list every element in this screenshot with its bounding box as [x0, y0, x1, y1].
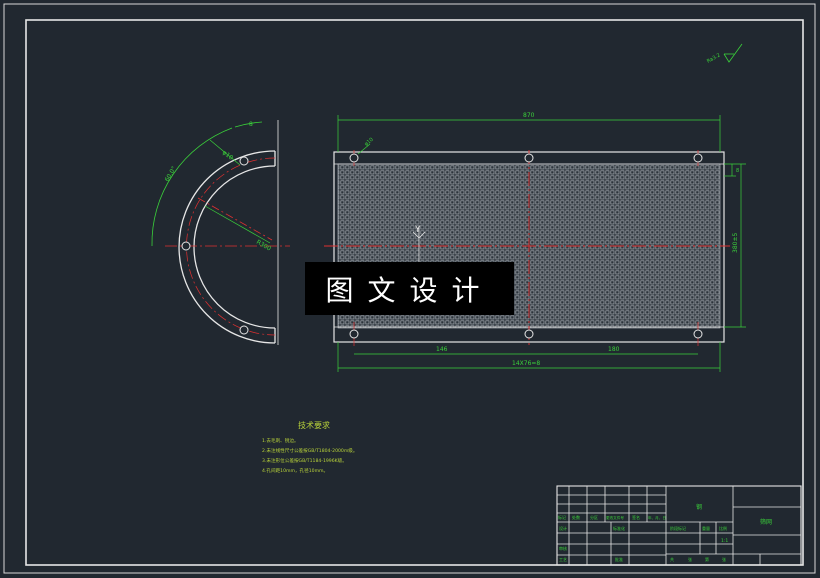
tb-col-count: 处数	[572, 514, 580, 520]
tb-weight: 重量	[702, 525, 710, 531]
dim-bottom-total: 14X76=8	[512, 360, 540, 367]
dim-segment-right: 180	[608, 346, 620, 353]
dim-total-width: 870	[523, 112, 535, 119]
title-block	[556, 485, 802, 566]
roughness-symbol	[723, 43, 743, 63]
tb-col-date: 年、月、日	[648, 515, 666, 520]
tb-process: 工艺	[559, 557, 567, 562]
tb-col-sign: 签名	[632, 514, 640, 520]
note-1: 1.去毛刺、锐边。	[262, 437, 299, 444]
tb-scale-label: 比例	[719, 525, 727, 531]
dim-height: 380±5	[732, 233, 739, 253]
tb-approve: 批准	[615, 556, 623, 562]
tb-scale: 1:1	[721, 538, 728, 544]
tb-sheet-total: 共	[670, 556, 674, 562]
tb-part-name: 筛网	[760, 518, 772, 526]
tb-sheet-unit2: 张	[722, 556, 726, 562]
watermark-text: 图文设计	[325, 273, 494, 307]
inner-frame	[25, 19, 804, 566]
roughness-label: Ra3.2	[706, 52, 721, 64]
dim-side-small: 8	[736, 168, 739, 174]
dim-hole-plan: φ10	[363, 137, 374, 148]
screen-plan	[324, 150, 730, 346]
notes-title: 技术要求	[298, 420, 330, 430]
tb-design: 设计	[559, 525, 567, 531]
dim-segment-left: 146	[436, 346, 448, 353]
hole-dim-label: φ10	[221, 149, 235, 162]
tb-sheet-unit1: 张	[688, 556, 692, 562]
tb-col-zone: 分区	[590, 514, 598, 520]
tb-col-mark: 标记	[558, 514, 566, 520]
arc-angle-label: 60.0°	[164, 165, 178, 183]
outer-frame	[3, 3, 816, 574]
side-view	[151, 120, 290, 345]
tb-stage-mark: 阶段标记	[670, 525, 686, 531]
plan-dimensions	[337, 115, 746, 372]
note-3: 3.未注形位公差按GB/T1184-1996K级。	[262, 457, 347, 464]
arc-small-label: 8	[249, 121, 253, 128]
note-2: 2.未注线性尺寸公差按GB/T1804-2000m级。	[262, 447, 358, 454]
radius-label: R300	[255, 239, 272, 253]
y-marker-label: Y	[414, 225, 421, 235]
tb-material: 钢	[696, 503, 702, 511]
tb-sheet-page: 第	[705, 556, 709, 562]
note-4: 4.孔间距10mm，孔径10mm。	[262, 467, 328, 474]
tb-col-change: 更改文件号	[606, 515, 624, 520]
watermark-banner: 图文设计	[305, 262, 514, 315]
tb-review: 审核	[559, 545, 567, 551]
tb-standardize: 标准化	[613, 525, 625, 531]
